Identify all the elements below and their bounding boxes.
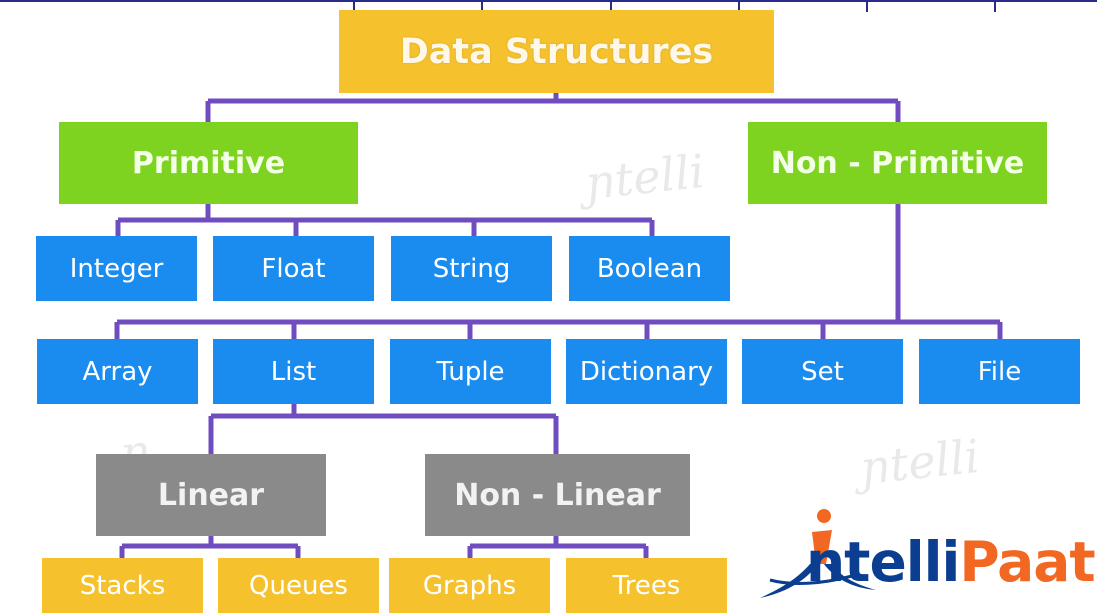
border-tick [866,0,868,12]
border-tick [738,0,740,12]
connector-group [114,92,1003,558]
logo-text-paat: Paat [959,530,1095,594]
logo-text: ntelliPaat [806,530,1096,594]
node-tuple: Tuple [390,339,551,404]
node-set: Set [742,339,903,404]
node-list: List [213,339,374,404]
border-tick [610,0,612,12]
border-tick [994,0,996,12]
node-trees: Trees [566,558,727,613]
node-non-linear: Non - Linear [425,454,690,536]
node-integer: Integer [36,236,197,301]
node-linear: Linear [96,454,326,536]
node-graphs: Graphs [389,558,550,613]
category-primitive: Primitive [59,122,358,204]
node-queues: Queues [218,558,379,613]
intellipaat-logo [760,509,876,598]
node-stacks: Stacks [42,558,203,613]
border-tick [353,0,355,12]
node-dictionary: Dictionary [566,339,727,404]
node-string: String [391,236,552,301]
node-boolean: Boolean [569,236,730,301]
root-node: Data Structures [339,10,774,93]
category-non-primitive: Non - Primitive [748,122,1047,204]
logo-text-intelli: ntelli [806,530,960,594]
person-i-logo-icon [760,509,876,598]
top-border [0,0,1097,2]
node-file: File [919,339,1080,404]
node-float: Float [213,236,374,301]
border-tick [481,0,483,12]
node-array: Array [37,339,198,404]
